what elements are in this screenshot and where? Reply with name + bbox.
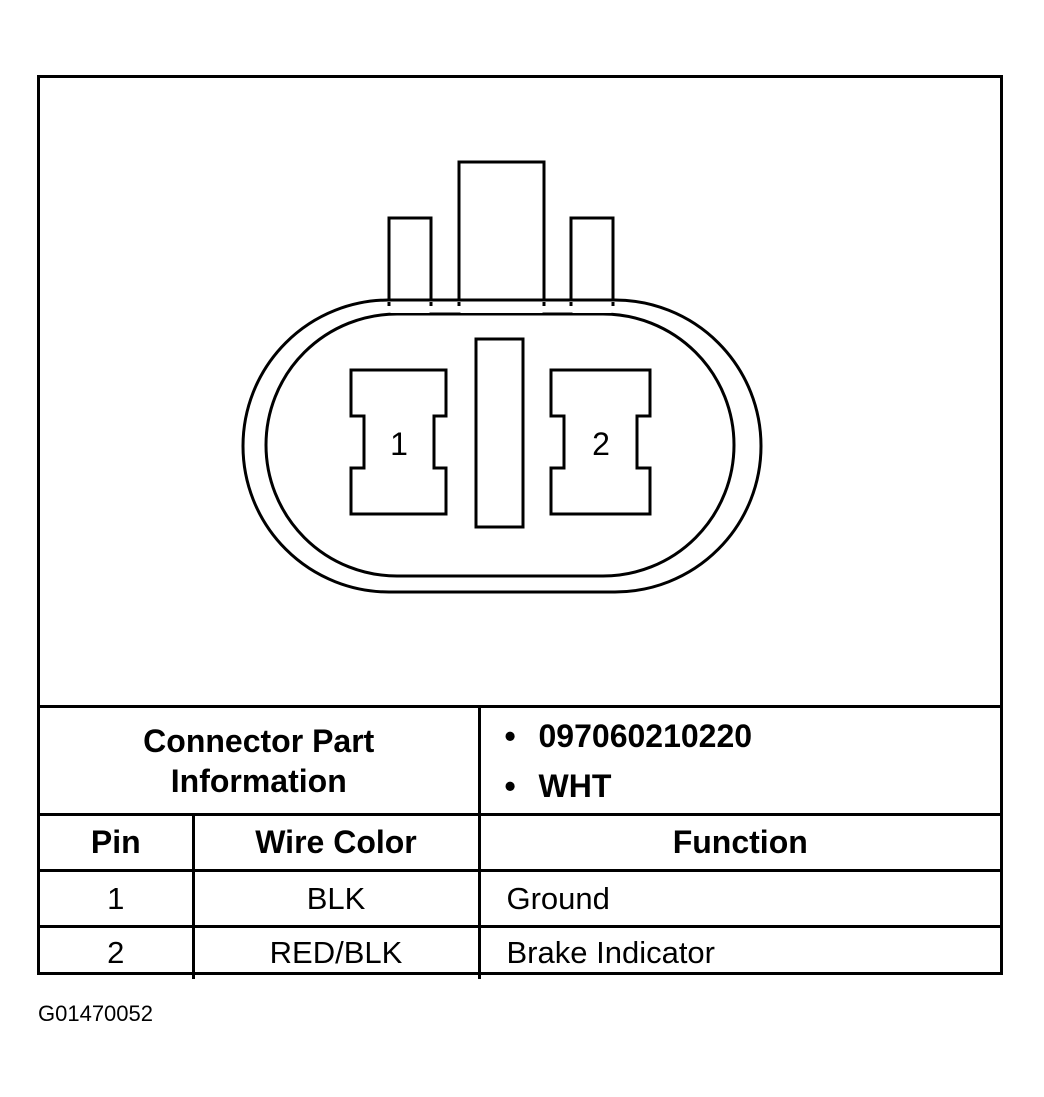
connector-figure-frame: 1 2 Connector Part Information 097060210…: [37, 75, 1003, 979]
part-info-label: Connector Part Information: [143, 722, 375, 799]
connector-center-tab: [457, 160, 546, 314]
connector-color: WHT: [505, 761, 1001, 811]
connector-left-tab: [387, 216, 433, 314]
figure-id: G01470052: [38, 1001, 153, 1026]
header-pin: Pin: [40, 813, 195, 872]
row-1-pin: 1: [40, 869, 195, 928]
row-2-pin: 2: [40, 925, 195, 979]
pin-1-cavity: [349, 368, 448, 516]
part-info-row: Connector Part Information 097060210220 …: [40, 705, 1001, 816]
header-wire-color: Wire Color: [191, 813, 481, 872]
header-function: Function: [477, 813, 1000, 872]
part-number: 097060210220: [505, 711, 1001, 761]
connector-face-diagram: 1 2: [241, 160, 763, 594]
table-header-row: Pin Wire Color Function: [40, 813, 1000, 872]
connector-right-tab: [569, 216, 615, 314]
table-row: 2 RED/BLK Brake Indicator: [40, 925, 1000, 979]
part-info-values-cell: 097060210220 WHT: [477, 705, 1001, 816]
pin-2-cavity: [549, 368, 652, 516]
row-2-wire-color: RED/BLK: [191, 925, 481, 979]
connector-info-table: Connector Part Information 097060210220 …: [40, 705, 1000, 979]
connector-center-rib: [474, 337, 525, 529]
part-info-label-cell: Connector Part Information: [40, 705, 481, 816]
row-1-wire-color: BLK: [191, 869, 481, 928]
row-2-function: Brake Indicator: [477, 925, 1000, 979]
pin-1-label: 1: [390, 426, 408, 462]
table-row: 1 BLK Ground: [40, 869, 1000, 928]
row-1-function: Ground: [477, 869, 1000, 928]
pin-2-label: 2: [592, 426, 610, 462]
